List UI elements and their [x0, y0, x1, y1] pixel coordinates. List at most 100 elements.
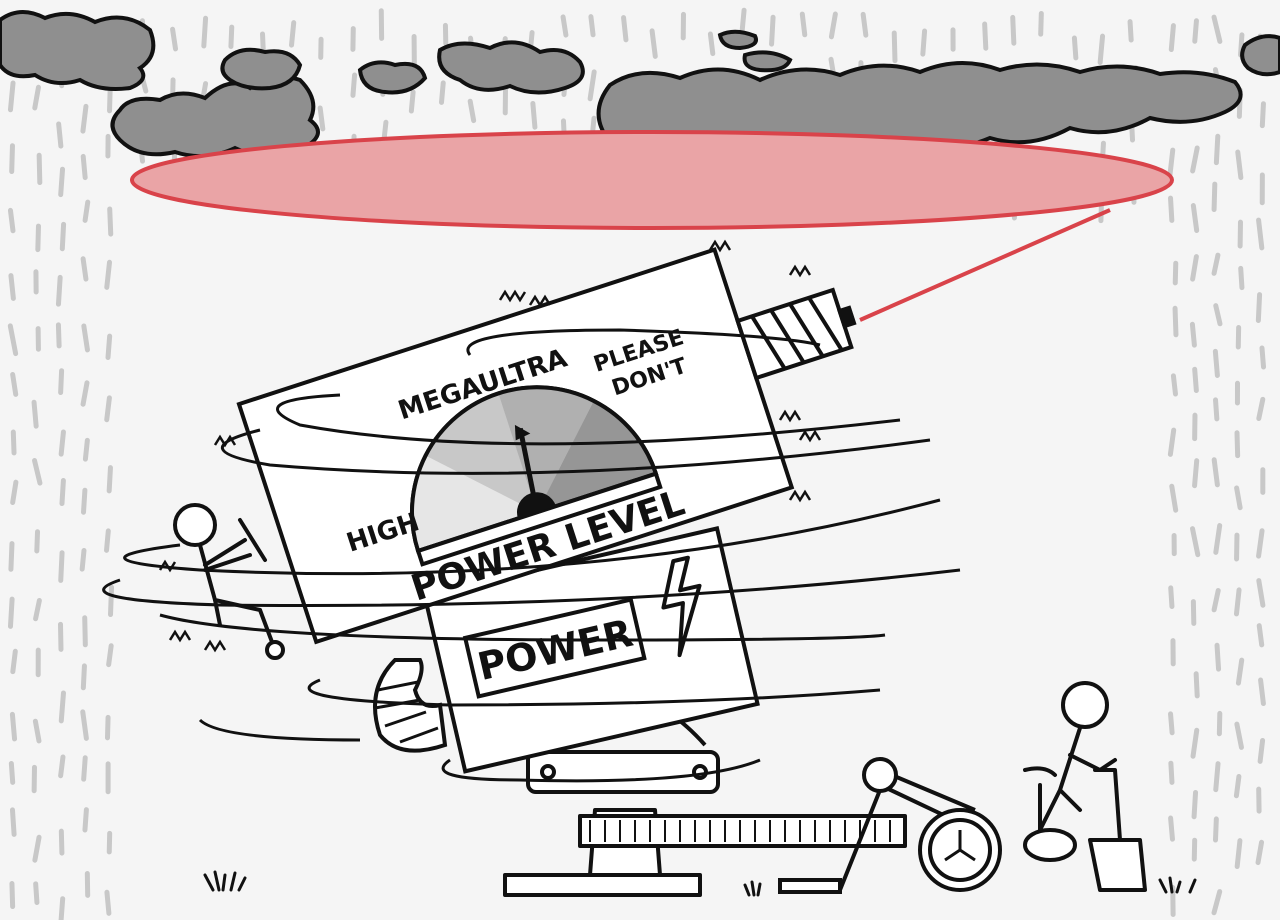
rain-streak: [58, 550, 65, 583]
shake-marks: [158, 239, 822, 653]
rain-streak: [8, 273, 16, 301]
gear-belt: [578, 814, 907, 848]
rain-streak: [58, 690, 66, 724]
rain-streak: [1211, 457, 1220, 488]
rain-streak: [1258, 677, 1266, 707]
rain-streak: [7, 207, 16, 234]
rain-streak: [1256, 396, 1266, 422]
rain-streak: [1238, 265, 1245, 291]
rain-streak: [1191, 789, 1199, 820]
rain-streak: [1235, 657, 1245, 686]
power-box: POWER: [422, 526, 760, 774]
rain-streak: [1211, 14, 1223, 44]
rain-streak: [1256, 623, 1265, 648]
rain-streak: [32, 834, 42, 863]
rain-streak: [33, 881, 40, 905]
rain-streak: [55, 274, 63, 307]
rain-streak: [58, 429, 66, 457]
rain-streak: [82, 615, 88, 648]
rain-streak: [1255, 839, 1265, 866]
rain-streak: [1256, 578, 1266, 608]
rain-streak: [1256, 528, 1265, 559]
rain-streak: [10, 371, 19, 397]
cloud-small-2: [357, 60, 428, 95]
rain-streak: [58, 896, 66, 920]
rain-streak: [1170, 373, 1178, 397]
rain-streak: [7, 323, 19, 357]
rain-streak: [80, 103, 89, 134]
rain-streak: [438, 80, 446, 105]
rain-streak: [228, 24, 235, 49]
rain-streak: [1190, 254, 1199, 282]
rain-streak: [36, 152, 43, 186]
rain-streak: [1213, 523, 1223, 555]
rain-streak: [104, 528, 111, 553]
rain-streak: [9, 807, 17, 837]
rain-streak: [769, 14, 776, 47]
rain-streak: [1211, 252, 1221, 276]
lightning-bolt-icon: [661, 555, 702, 658]
belt-teeth: [589, 820, 891, 842]
rain-streak: [106, 643, 114, 668]
rain-streak: [80, 153, 88, 181]
rain-streak: [81, 487, 88, 515]
rain-streak: [8, 541, 15, 572]
rain-streak: [81, 323, 90, 353]
rain-streak: [79, 548, 87, 572]
rain-streak: [9, 143, 15, 175]
rain-streak: [1190, 526, 1201, 558]
rain-streak: [55, 322, 62, 349]
power-label-box: [462, 597, 647, 699]
rain-streak: [1010, 14, 1017, 46]
rain-streak: [1235, 149, 1244, 181]
gauge-icon: [410, 385, 663, 567]
rain-streak: [1190, 145, 1200, 174]
rain-streak: [1168, 815, 1175, 842]
rain-streak: [10, 429, 17, 456]
rain-streak: [31, 399, 39, 429]
rain-streak: [58, 754, 66, 779]
rain-streak: [1234, 430, 1241, 459]
rain-streak: [81, 755, 88, 782]
rain-streak: [1259, 345, 1267, 370]
rain-streak: [58, 368, 65, 396]
stand-foot: [503, 873, 702, 897]
laser-beam: [130, 130, 1174, 322]
rain-streak: [1234, 485, 1243, 511]
rain-streak: [9, 881, 16, 910]
rain-streak: [799, 11, 808, 38]
pedal-machine: [778, 757, 1002, 894]
rain-streak: [7, 80, 16, 113]
stick-figure-icon-left: [173, 503, 285, 660]
rain-streak: [1255, 292, 1263, 323]
rain-streak: [33, 597, 42, 622]
rain-streak: [1214, 642, 1222, 672]
rain-streak: [1213, 133, 1221, 166]
rain-streak: [1234, 721, 1244, 750]
rain-streak: [828, 11, 838, 40]
rain-streak: [1234, 838, 1243, 870]
rain-streak: [32, 84, 41, 111]
cloud-far-right: [1240, 34, 1280, 77]
rain-streak: [289, 20, 297, 48]
rain-streak: [1259, 101, 1266, 129]
rain-streak: [104, 259, 113, 290]
rain-streak: [107, 206, 114, 237]
rain-streak: [649, 28, 658, 59]
rain-streak: [1167, 427, 1177, 457]
rain-streak: [860, 11, 869, 38]
rain-streak: [1169, 483, 1179, 513]
cloud-small-1: [220, 47, 303, 91]
rain-streak: [1168, 195, 1175, 223]
rain-streak: [1211, 588, 1221, 613]
stick-figure-icon-right: [1023, 681, 1147, 892]
rain-streak: [1190, 727, 1200, 759]
rain-streak: [1192, 366, 1199, 394]
cannon-nozzle: [735, 287, 857, 381]
rain-streak: [80, 256, 89, 282]
rain-streak: [1256, 217, 1265, 251]
rain-streak: [920, 28, 928, 57]
rain-streak: [104, 889, 112, 916]
rain-streak: [1193, 671, 1200, 699]
rain-streak: [1233, 587, 1242, 617]
